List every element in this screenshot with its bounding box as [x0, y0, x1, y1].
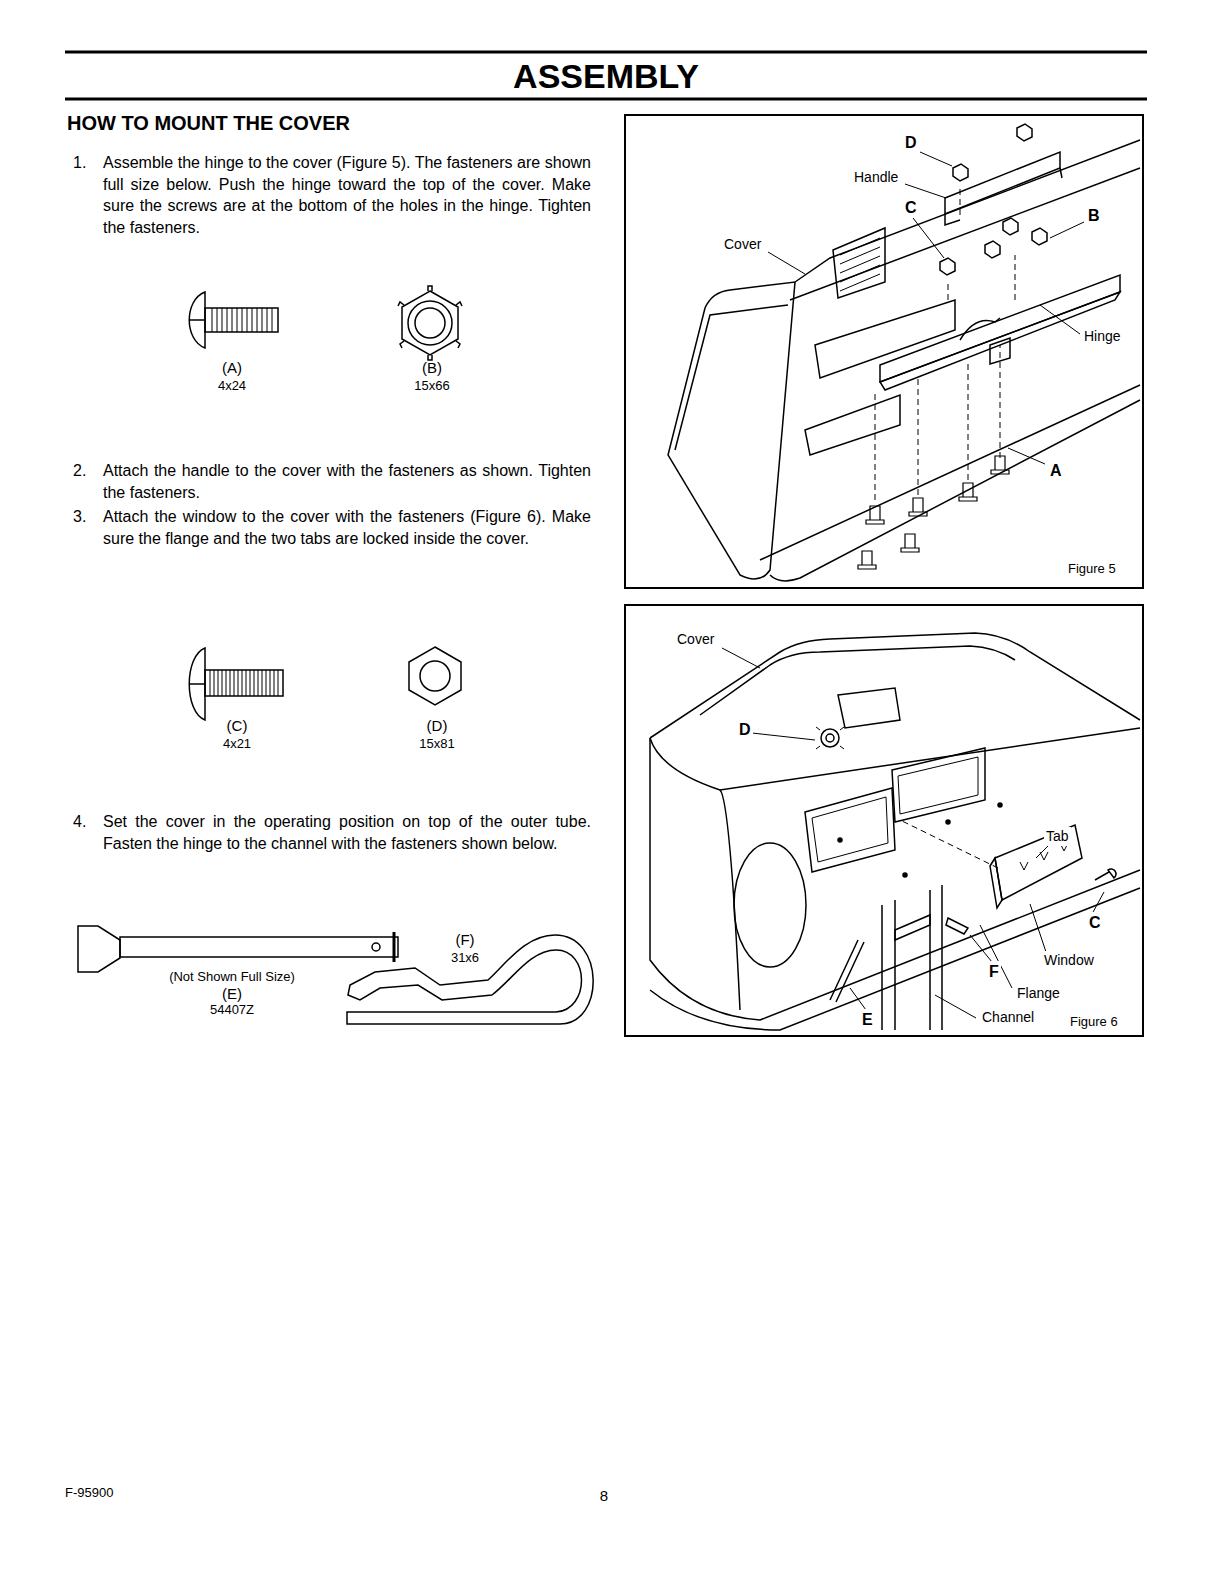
- step-text: Assemble the hinge to the cover (Figure …: [103, 152, 591, 238]
- part-name: Cover: [675, 630, 716, 649]
- callout-letter: B: [1086, 205, 1102, 226]
- callout-letter: F: [987, 961, 1001, 982]
- callout-letter: A: [1048, 460, 1064, 481]
- part-letter: (C): [227, 716, 248, 736]
- part-letter: (A): [222, 358, 242, 378]
- part-size: 15x81: [419, 735, 454, 752]
- part-letter: (F): [453, 930, 476, 950]
- section-heading: HOW TO MOUNT THE COVER: [67, 110, 350, 137]
- part-name: Hinge: [1082, 327, 1123, 346]
- figure-caption: Figure 6: [1068, 1013, 1120, 1030]
- callout-letter: C: [903, 197, 919, 218]
- figure-caption: Figure 5: [1066, 560, 1118, 577]
- part-size: 54407Z: [210, 1001, 254, 1018]
- part-size: 31x6: [449, 949, 481, 966]
- step-text: Attach the handle to the cover with the …: [103, 460, 591, 503]
- part-name: Channel: [980, 1008, 1036, 1027]
- page-title: ASSEMBLY: [513, 54, 699, 99]
- part-letter: (D): [427, 716, 448, 736]
- part-name: Window: [1042, 951, 1096, 970]
- step-number: 2.: [73, 460, 86, 481]
- step-number: 1.: [73, 152, 86, 173]
- part-name: Handle: [852, 168, 900, 187]
- document-number: F-95900: [65, 1484, 113, 1501]
- step-number: 3.: [73, 506, 86, 527]
- step-number: 4.: [73, 811, 86, 832]
- part-name: Tab: [1044, 827, 1071, 846]
- callout-letter: E: [860, 1009, 875, 1030]
- step-text: Set the cover in the operating position …: [103, 811, 591, 854]
- part-size: 15x66: [414, 377, 449, 394]
- callout-letter: C: [1087, 912, 1103, 933]
- part-name: Flange: [1015, 984, 1062, 1003]
- part-letter: (B): [422, 358, 442, 378]
- part-letter: (E): [222, 984, 242, 1004]
- part-name: Cover: [722, 235, 763, 254]
- part-size: 4x24: [218, 377, 246, 394]
- part-size: 4x21: [223, 735, 251, 752]
- page-number: 8: [600, 1486, 608, 1506]
- callout-letter: D: [737, 719, 753, 740]
- callout-letter: D: [903, 132, 919, 153]
- part-note: (Not Shown Full Size): [167, 968, 297, 985]
- step-text: Attach the window to the cover with the …: [103, 506, 591, 549]
